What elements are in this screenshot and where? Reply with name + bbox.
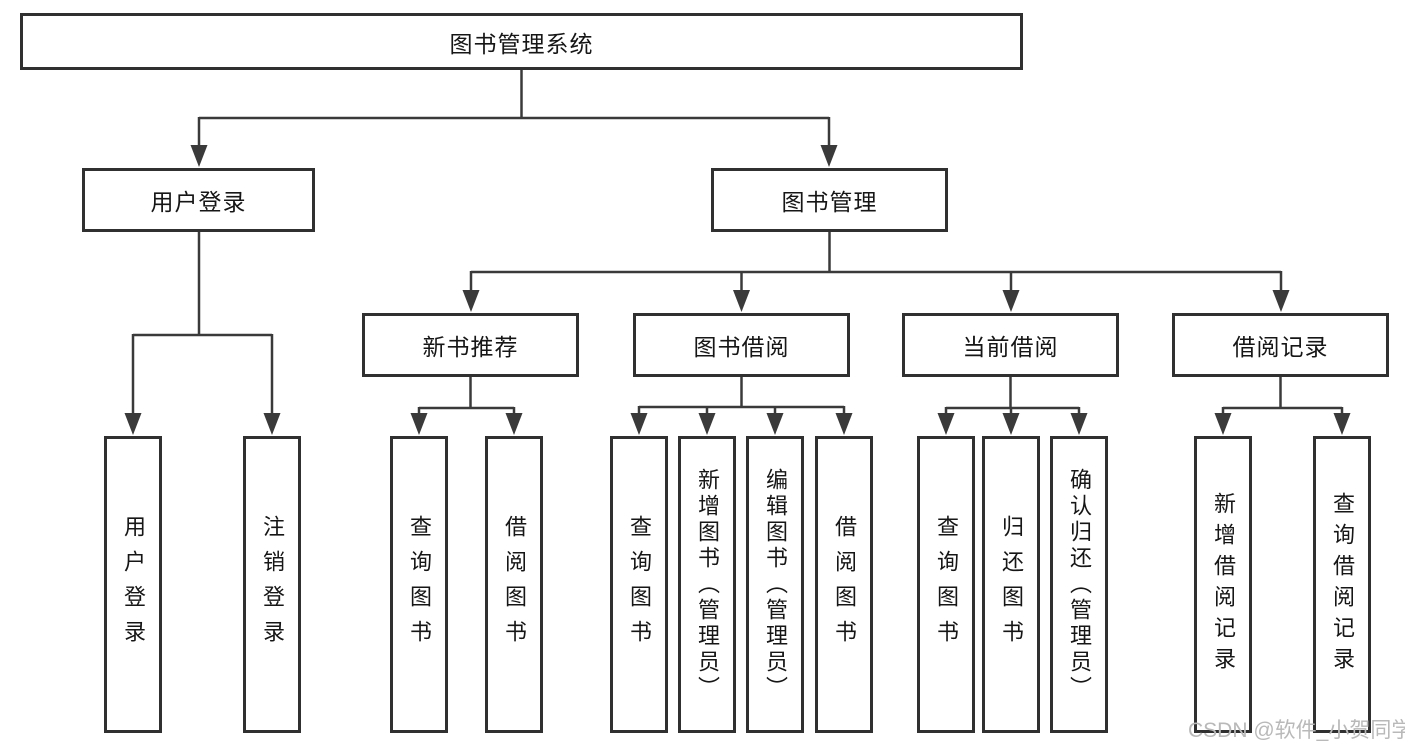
node-current-borrowing-label: 当前借阅 [962,334,1059,360]
node-book-management: 图书管理 [711,168,948,232]
node-borrowing-records: 借阅记录 [1172,313,1389,377]
leaf-logout-label: 注销登录 [260,514,285,655]
leaf-add-books-admin-label: 新增图书（管理员） [695,467,720,702]
leaf-user-login: 用户登录 [104,436,162,733]
connector-current-borrowing-leaves [937,377,1088,435]
node-book-management-label: 图书管理 [781,189,878,215]
node-root-label: 图书管理系统 [449,30,594,57]
leaf-user-login-label: 用户登录 [121,514,146,655]
node-book-borrowing-label: 图书借阅 [693,334,790,360]
connector-book-management-level3 [462,232,1290,312]
connector-book-borrowing-leaves [630,377,853,435]
leaf-add-borrow-record: 新增借阅记录 [1194,436,1252,733]
node-new-book-recommendation-label: 新书推荐 [422,334,519,360]
node-user-login: 用户登录 [82,168,315,232]
leaf-confirm-return-admin-label: 确认归还（管理员） [1067,467,1092,702]
leaf-query-borrow-record: 查询借阅记录 [1313,436,1371,733]
node-new-book-recommendation: 新书推荐 [362,313,579,377]
leaf-logout: 注销登录 [243,436,301,733]
leaf-borrow-books-borrowing: 借阅图书 [815,436,873,733]
watermark-text: CSDN @软件_小贺同学 [1188,719,1405,742]
node-user-login-label: 用户登录 [150,189,247,215]
leaf-query-books-current-label: 查询图书 [934,514,959,655]
node-borrowing-records-label: 借阅记录 [1232,334,1329,360]
leaf-query-books-recommend: 查询图书 [390,436,448,733]
connector-root-to-level2 [190,70,838,167]
connector-borrowing-records-leaves [1214,377,1351,435]
leaf-query-borrow-record-label: 查询借阅记录 [1330,491,1355,678]
leaf-query-books-borrowing: 查询图书 [610,436,668,733]
leaf-edit-books-admin: 编辑图书（管理员） [746,436,804,733]
leaf-return-books-label: 归还图书 [999,514,1024,655]
leaf-borrow-books-recommend-label: 借阅图书 [502,514,527,655]
leaf-borrow-books-recommend: 借阅图书 [485,436,543,733]
leaf-return-books: 归还图书 [982,436,1040,733]
leaf-edit-books-admin-label: 编辑图书（管理员） [763,467,788,702]
leaf-add-borrow-record-label: 新增借阅记录 [1211,491,1236,678]
node-root: 图书管理系统 [20,13,1023,70]
node-current-borrowing: 当前借阅 [902,313,1119,377]
node-book-borrowing: 图书借阅 [633,313,850,377]
leaf-query-books-recommend-label: 查询图书 [407,514,432,655]
connector-new-book-recommendation-leaves [410,377,523,435]
leaf-query-books-borrowing-label: 查询图书 [627,514,652,655]
leaf-confirm-return-admin: 确认归还（管理员） [1050,436,1108,733]
leaf-query-books-current: 查询图书 [917,436,975,733]
leaf-borrow-books-borrowing-label: 借阅图书 [832,514,857,655]
connector-user-login-leaves [124,232,281,435]
leaf-add-books-admin: 新增图书（管理员） [678,436,736,733]
